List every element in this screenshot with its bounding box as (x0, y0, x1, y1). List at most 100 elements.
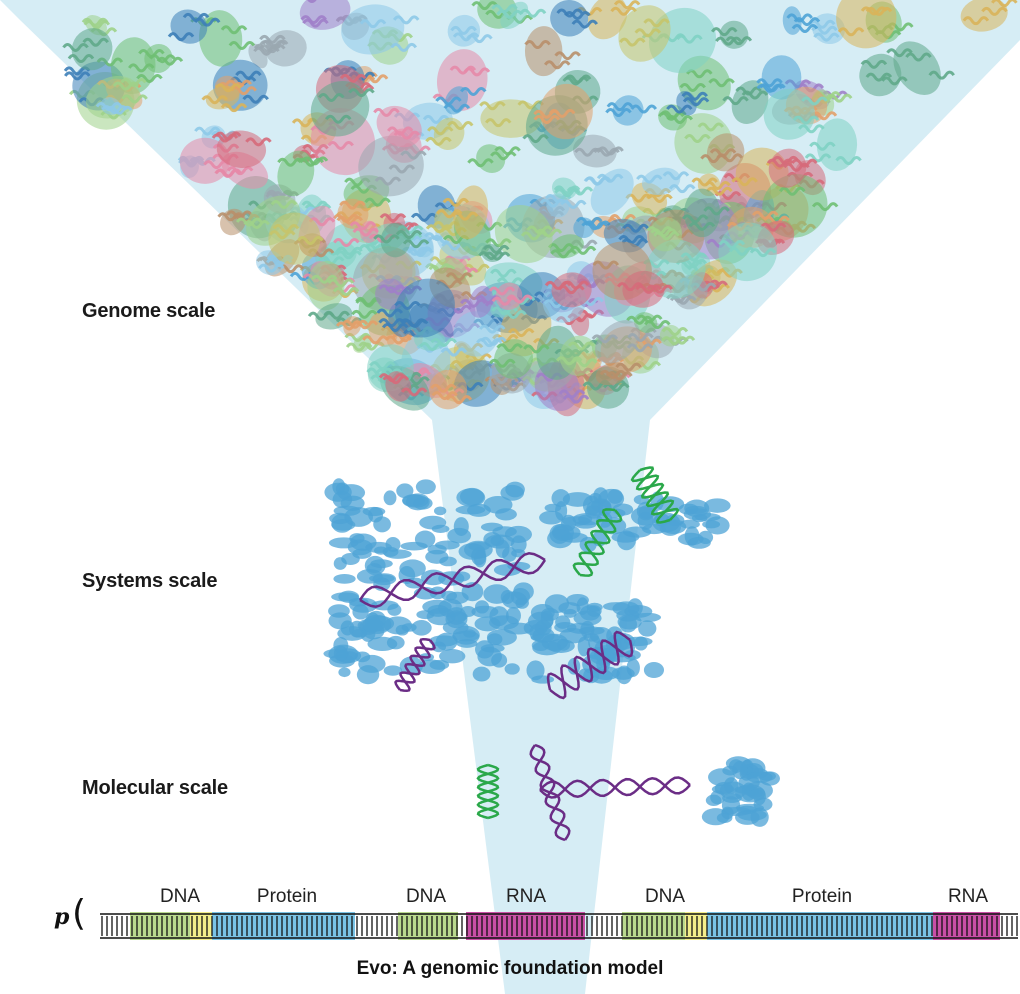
protein-structure-blob (524, 26, 581, 77)
protein-structure-blob (547, 234, 597, 259)
dna-helix-green-2 (630, 466, 680, 524)
protein-structure-blob (782, 6, 821, 35)
sequence-segment (190, 912, 212, 940)
protein-structure-blob (646, 217, 683, 252)
sequence-segment (466, 912, 585, 940)
sequence-segment (707, 912, 933, 940)
protein-structure-blob (960, 0, 1018, 32)
protein-structure-blob (804, 118, 862, 172)
protein-structure-blob (268, 212, 324, 265)
protein-structure-blob (277, 150, 329, 197)
protein-structure-blob (167, 9, 221, 44)
protein-structure-blob (544, 272, 592, 308)
protein-structure-blob (488, 282, 533, 310)
segment-label-dna-1: DNA (159, 886, 201, 907)
protein-structure-blob (859, 53, 908, 97)
sequence-segment (685, 912, 707, 940)
protein-structure-blob (211, 130, 272, 168)
protein-structure-blob (626, 312, 671, 333)
protein-structure-blob (533, 83, 593, 140)
cas-protein-complex-left (323, 478, 534, 685)
protein-structure-blob (617, 270, 674, 308)
protein-structure-blob (453, 311, 507, 357)
protein-structure-blob (447, 14, 493, 47)
segment-label-dna-2: DNA (405, 886, 447, 907)
sequence-segment (130, 912, 190, 940)
protein-structure-blob (489, 339, 550, 379)
rna-loop-left (394, 637, 436, 693)
segment-label-rna-1: RNA (505, 886, 547, 907)
model-title: Evo: A genomic foundation model (356, 958, 664, 979)
segment-label-protein-2: Protein (791, 886, 853, 907)
protein-structure-blob (550, 0, 599, 37)
protein-structure-blob (722, 80, 769, 124)
probability-symbol: p (54, 904, 70, 930)
protein-structure-blob (681, 188, 730, 238)
protein-structure-blob (259, 30, 307, 67)
sequence-bar (100, 912, 1018, 940)
protein-structure-blob (467, 144, 521, 173)
rna-strand-left (358, 552, 547, 608)
sequence-segment (212, 912, 355, 940)
protein-structure-blob (766, 148, 818, 188)
protein-structure-blob (349, 220, 396, 243)
rna-hairpin (539, 776, 691, 799)
protein-structure-blob (378, 371, 428, 402)
protein-structure-blob (373, 222, 430, 258)
protein-structure-blob (595, 362, 642, 386)
protein-structure-blob (618, 5, 671, 62)
protein-structure-blob (344, 332, 385, 353)
protein-structure-blob (201, 83, 248, 113)
molecular-scale-structures (476, 743, 780, 842)
protein-structure-blob (425, 117, 474, 150)
protein-structure-blob (394, 278, 455, 338)
protein-structure-blob (373, 105, 422, 148)
protein-structure-blob (335, 316, 379, 337)
protein-structure-blob (478, 243, 511, 262)
protein-structure-blob (556, 335, 598, 376)
protein-structure-blob (711, 20, 753, 49)
protein-structure-blob (436, 185, 488, 240)
protein-structure-blob (248, 43, 286, 69)
systems-scale-complexes (323, 466, 731, 700)
protein-structure-blob (700, 133, 745, 172)
protein-structure-blob (551, 177, 594, 200)
protein-structure-blob (718, 222, 778, 282)
genome-scale-protein-cloud (62, 0, 1018, 417)
segment-label-rna-2: RNA (947, 886, 989, 907)
protein-structure-blob (573, 216, 611, 238)
protein-structure-blob (583, 168, 634, 216)
protein-structure-blob (591, 320, 654, 364)
genome-scale-label: Genome scale (82, 300, 216, 322)
single-protein (701, 756, 780, 827)
dna-double-helix (476, 763, 500, 820)
molecular-scale-label: Molecular scale (82, 777, 228, 799)
protein-structure-blob (756, 55, 802, 100)
protein-structure-blob (341, 4, 420, 55)
protein-structure-blob (307, 260, 360, 311)
protein-structure-blob (836, 0, 897, 49)
protein-structure-blob (358, 135, 427, 197)
protein-structure-blob (605, 95, 658, 126)
protein-structure-blob (332, 198, 369, 229)
protein-structure-blob (95, 97, 133, 115)
rna-stem (529, 743, 571, 842)
protein-structure-blob (572, 134, 624, 168)
protein-structure-blob (299, 0, 351, 30)
protein-structure-blob (763, 88, 828, 140)
open-parenthesis: ( (72, 893, 87, 934)
segment-label-protein-1: Protein (256, 886, 318, 907)
protein-structure-blob (310, 81, 375, 137)
protein-structure-blob (429, 369, 473, 410)
rna-tangle-right (546, 630, 634, 700)
protein-structure-blob (659, 324, 696, 347)
protein-structure-blob (62, 28, 113, 71)
systems-scale-label: Systems scale (82, 570, 218, 592)
protein-structure-blob (435, 86, 487, 115)
protein-structure-blob (491, 1, 547, 30)
protein-structure-blob (666, 90, 710, 116)
segment-label-dna-3: DNA (644, 886, 686, 907)
sequence-segment (398, 912, 458, 940)
